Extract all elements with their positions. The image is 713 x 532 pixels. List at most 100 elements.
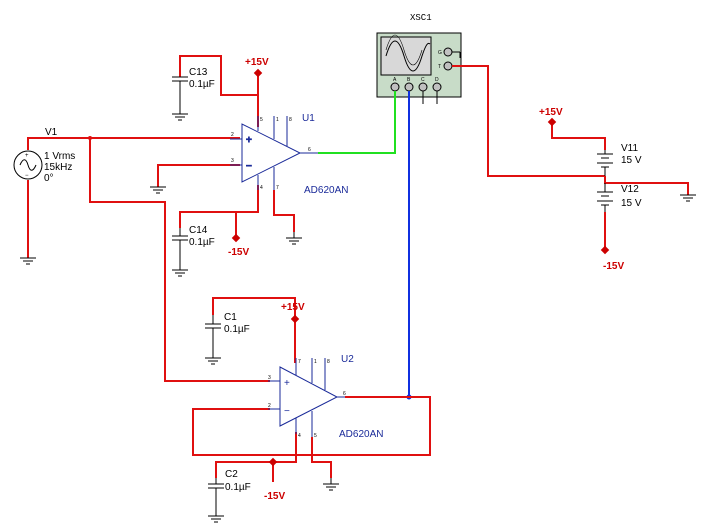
c1-name: C1 <box>224 312 237 323</box>
v12-name: V12 <box>621 184 639 195</box>
u1-pin-label: 7 <box>276 185 279 191</box>
battery-v12[interactable] <box>597 183 613 212</box>
u1-pin-label: 4 <box>260 185 263 191</box>
u2-pin-label: 2 <box>268 403 271 409</box>
u1-pin-label: 8 <box>289 117 292 123</box>
u2-pin-label: 8 <box>327 359 330 365</box>
u2-name: U2 <box>341 354 354 365</box>
wire-u1-ground <box>157 164 240 187</box>
u1-pin-label: 2 <box>231 132 234 138</box>
source-frequency: 15kHz <box>44 162 72 173</box>
u2-pin-label: 5 <box>314 433 317 439</box>
rail-pos-u1 <box>253 68 263 78</box>
rail-neg-supply <box>600 245 610 255</box>
ground-icon <box>205 357 221 365</box>
c2-name: C2 <box>225 469 238 480</box>
u1-pin-label: 5 <box>260 117 263 123</box>
trigger-label: T <box>438 64 441 70</box>
wire-supply-ground <box>604 176 689 195</box>
wire-c14 <box>179 185 259 228</box>
rail-pos-label: +15V <box>245 57 269 68</box>
channel-a-label: A <box>393 77 397 83</box>
ground-icon <box>172 269 188 277</box>
wire-source-u2 <box>89 138 270 382</box>
source-amplitude: 1 Vrms <box>44 151 75 162</box>
v11-value: 15 V <box>621 155 642 166</box>
u1-pin-label: 1 <box>276 117 279 123</box>
sine-wave-icon <box>385 40 431 72</box>
rail-neg-label: -15V <box>228 247 249 258</box>
u1-name: U1 <box>302 113 315 124</box>
svg-text:−: − <box>246 161 252 172</box>
c13-name: C13 <box>189 67 208 78</box>
opamp-u1[interactable]: + − 5 1 8 2 3 6 4 7 <box>230 116 318 191</box>
ground-icon <box>208 515 224 523</box>
source-name: V1 <box>45 127 58 138</box>
u2-pin-label: 3 <box>268 375 271 381</box>
ground-icon <box>680 194 696 202</box>
battery-v11[interactable] <box>597 150 613 176</box>
u2-pin-label: 7 <box>298 359 301 365</box>
rail-neg-u2 <box>268 457 278 467</box>
ground-icon <box>150 186 166 194</box>
capacitor-c14[interactable] <box>172 228 188 270</box>
svg-text:−: − <box>284 406 290 417</box>
c13-value: 0.1µF <box>189 79 215 90</box>
c1-value: 0.1µF <box>224 324 250 335</box>
rail-pos-label: +15V <box>281 302 305 313</box>
source-phase: 0° <box>44 173 54 184</box>
c14-value: 0.1µF <box>189 237 215 248</box>
svg-text:−: − <box>25 173 29 179</box>
rail-pos-u2 <box>290 314 300 324</box>
v11-name: V11 <box>621 143 638 154</box>
u1-pin-label: 3 <box>231 158 234 164</box>
wire-trigger <box>452 65 605 177</box>
ground-icon <box>286 232 302 245</box>
trigger-terminal[interactable] <box>443 61 453 71</box>
c2-value: 0.1µF <box>225 482 251 493</box>
wire-c13 <box>179 55 259 96</box>
c14-name: C14 <box>189 225 208 236</box>
channel-c-label: C <box>421 77 425 83</box>
channel-c-terminal[interactable] <box>418 82 428 92</box>
wire-u1-output <box>318 91 396 154</box>
ac-source-v1[interactable]: + − <box>13 150 43 180</box>
wire-c1 <box>212 297 296 320</box>
rail-neg-label: -15V <box>264 491 285 502</box>
rail-pos-label: +15V <box>539 107 563 118</box>
rail-neg-u1 <box>231 233 241 243</box>
wire-source-u1 <box>27 137 240 150</box>
channel-b-label: B <box>407 77 411 83</box>
sine-source-icon <box>19 159 37 171</box>
ground-terminal[interactable] <box>443 47 453 57</box>
channel-d-label: D <box>435 77 439 83</box>
capacitor-c1[interactable] <box>205 315 221 358</box>
capacitor-c13[interactable] <box>172 65 188 114</box>
rail-neg-label: -15V <box>603 261 624 272</box>
ground-label: G <box>438 50 442 56</box>
opamp-u2[interactable]: + − 7 1 8 3 2 6 4 5 <box>268 358 346 439</box>
svg-text:+: + <box>284 378 290 389</box>
ground-icon <box>20 257 36 265</box>
channel-d-terminal[interactable] <box>432 82 442 92</box>
u2-pin-label: 4 <box>298 433 301 439</box>
wire-v11 <box>551 122 606 150</box>
oscilloscope-label: XSC1 <box>410 13 432 23</box>
wire-c2 <box>215 432 297 478</box>
svg-text:+: + <box>246 135 252 146</box>
u2-pin-label: 6 <box>343 391 346 397</box>
channel-a-terminal[interactable] <box>390 82 400 92</box>
capacitor-c2[interactable] <box>208 478 224 516</box>
ground-icon <box>323 478 339 491</box>
rail-pos-supply <box>547 117 557 127</box>
wire-u1-ref <box>273 190 295 232</box>
svg-text:+: + <box>25 153 29 159</box>
wire-u2-ref <box>311 437 332 478</box>
u2-part: AD620AN <box>339 429 383 440</box>
oscilloscope[interactable]: G T A B C D <box>376 32 462 98</box>
ground-icon <box>172 113 188 121</box>
u1-pin-label: 6 <box>308 147 311 153</box>
u1-part: AD620AN <box>304 185 348 196</box>
channel-b-terminal[interactable] <box>404 82 414 92</box>
